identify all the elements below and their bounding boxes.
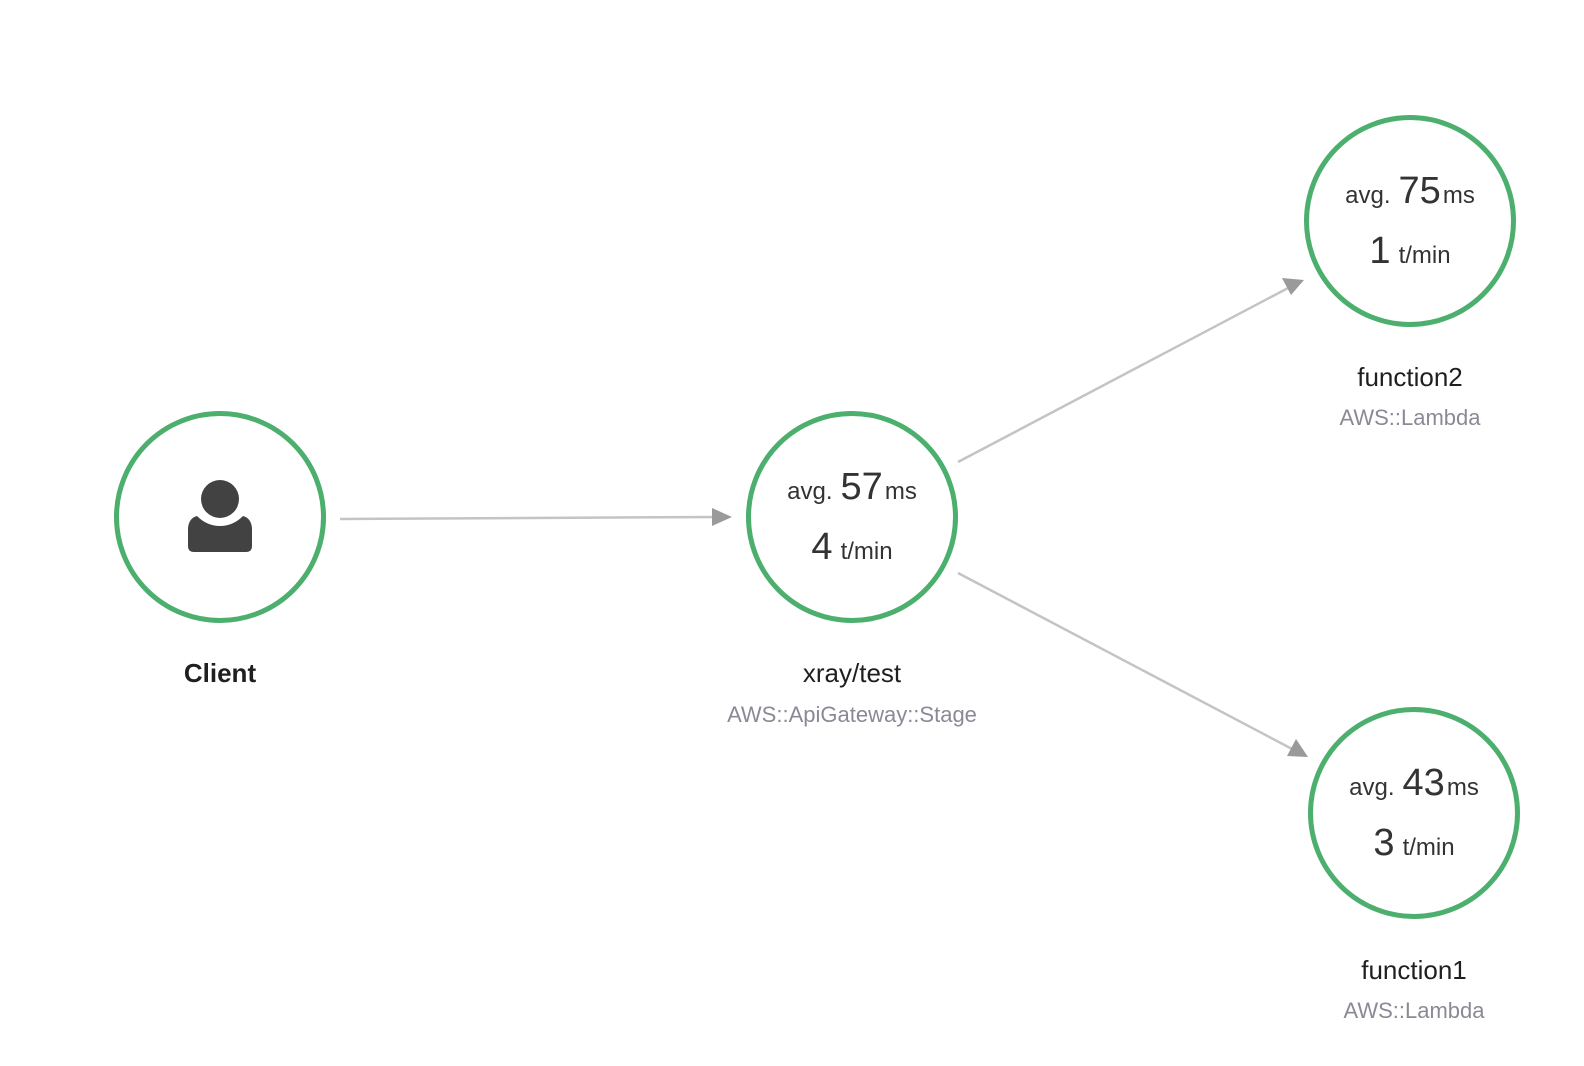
avg-prefix: avg.	[1349, 774, 1395, 801]
avg-latency: avg. 57 ms	[787, 468, 917, 506]
function2-node-name: function2	[1357, 362, 1463, 392]
avg-unit: ms	[1442, 182, 1475, 209]
avg-latency: avg. 75 ms	[1345, 172, 1475, 210]
function1-node-name: function1	[1361, 955, 1467, 985]
arrowhead	[712, 508, 732, 526]
function1-node-type: AWS::Lambda	[1343, 998, 1485, 1023]
client-node-name: Client	[183, 658, 257, 688]
client-node[interactable]	[114, 411, 326, 623]
edge-gateway-to-function1[interactable]	[957, 571, 1308, 757]
avg-prefix: avg.	[787, 478, 833, 505]
function1-node[interactable]: avg. 43 ms 3 t/min	[1308, 707, 1520, 919]
avg-prefix: avg.	[1345, 182, 1391, 209]
function2-node-type: AWS::Lambda	[1339, 405, 1481, 430]
rate-unit: t/min	[1402, 834, 1455, 861]
avg-value: 57	[840, 466, 883, 508]
user-icon	[188, 480, 252, 552]
rate-unit: t/min	[840, 538, 893, 565]
edge-client-to-gateway[interactable]	[339, 508, 732, 526]
gateway-node-name: xray/test	[802, 658, 902, 688]
rate-value: 4	[811, 526, 833, 568]
gateway-node-type: AWS::ApiGateway::Stage	[727, 702, 977, 727]
avg-value: 43	[1402, 762, 1445, 804]
gateway-node[interactable]: avg. 57 ms 4 t/min	[746, 411, 958, 623]
throughput: 1 t/min	[1369, 232, 1450, 270]
avg-latency: avg. 43 ms	[1349, 764, 1479, 802]
throughput: 3 t/min	[1373, 824, 1454, 862]
function2-node[interactable]: avg. 75 ms 1 t/min	[1304, 115, 1516, 327]
rate-unit: t/min	[1398, 242, 1451, 269]
edge-gateway-to-function2[interactable]	[957, 278, 1304, 464]
throughput: 4 t/min	[811, 528, 892, 566]
rate-value: 3	[1373, 822, 1395, 864]
avg-value: 75	[1398, 170, 1441, 212]
avg-unit: ms	[1446, 774, 1479, 801]
arrowhead	[1282, 278, 1304, 295]
avg-unit: ms	[884, 478, 917, 505]
rate-value: 1	[1369, 230, 1391, 272]
arrowhead	[1287, 739, 1308, 757]
